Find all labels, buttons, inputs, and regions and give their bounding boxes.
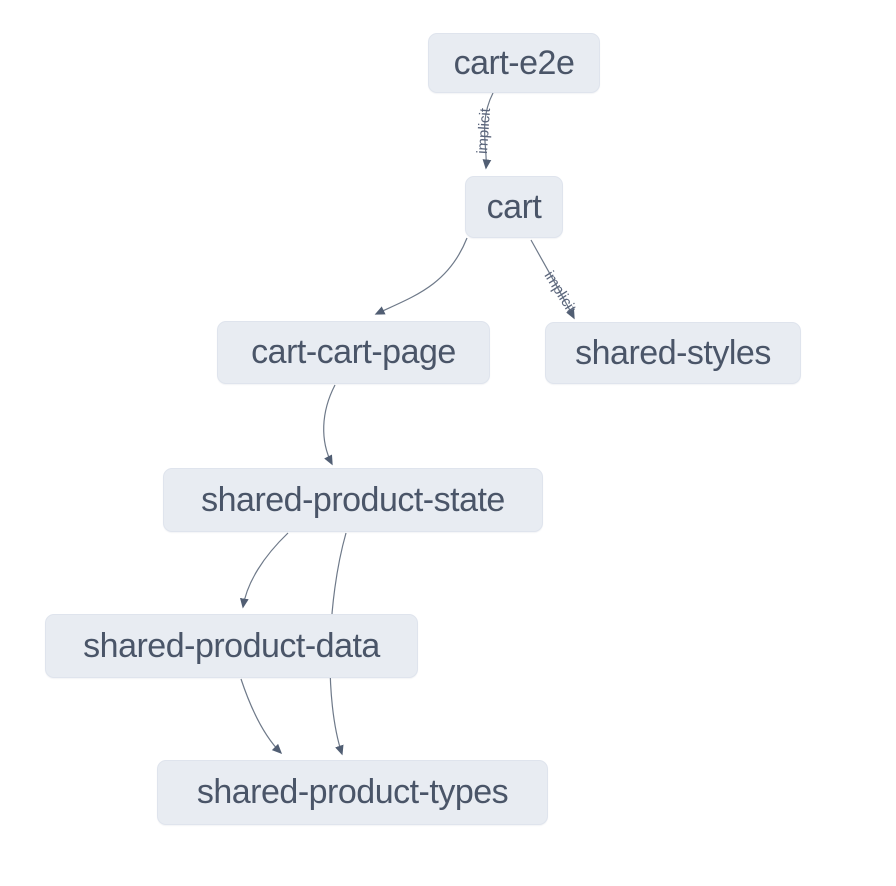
node-cart-e2e[interactable]: cart-e2e bbox=[428, 33, 600, 93]
node-shared-product-types[interactable]: shared-product-types bbox=[157, 760, 548, 825]
node-shared-styles[interactable]: shared-styles bbox=[545, 322, 801, 384]
node-cart-cart-page[interactable]: cart-cart-page bbox=[217, 321, 490, 384]
edge-cart-e2e-to-cart bbox=[482, 92, 494, 170]
edge-label-implicit-cart-e2e: implicit bbox=[473, 107, 495, 155]
edge-shared-product-state-to-shared-product-data bbox=[240, 532, 289, 609]
edge-cart-to-shared-styles bbox=[530, 239, 575, 320]
edge-cart-cart-page-to-shared-product-state bbox=[323, 384, 336, 466]
node-shared-product-data[interactable]: shared-product-data bbox=[45, 614, 418, 678]
edge-shared-product-data-to-shared-product-types bbox=[240, 678, 283, 755]
node-cart[interactable]: cart bbox=[465, 176, 563, 238]
edge-cart-to-cart-cart-page bbox=[374, 237, 468, 315]
node-shared-product-state[interactable]: shared-product-state bbox=[163, 468, 543, 532]
